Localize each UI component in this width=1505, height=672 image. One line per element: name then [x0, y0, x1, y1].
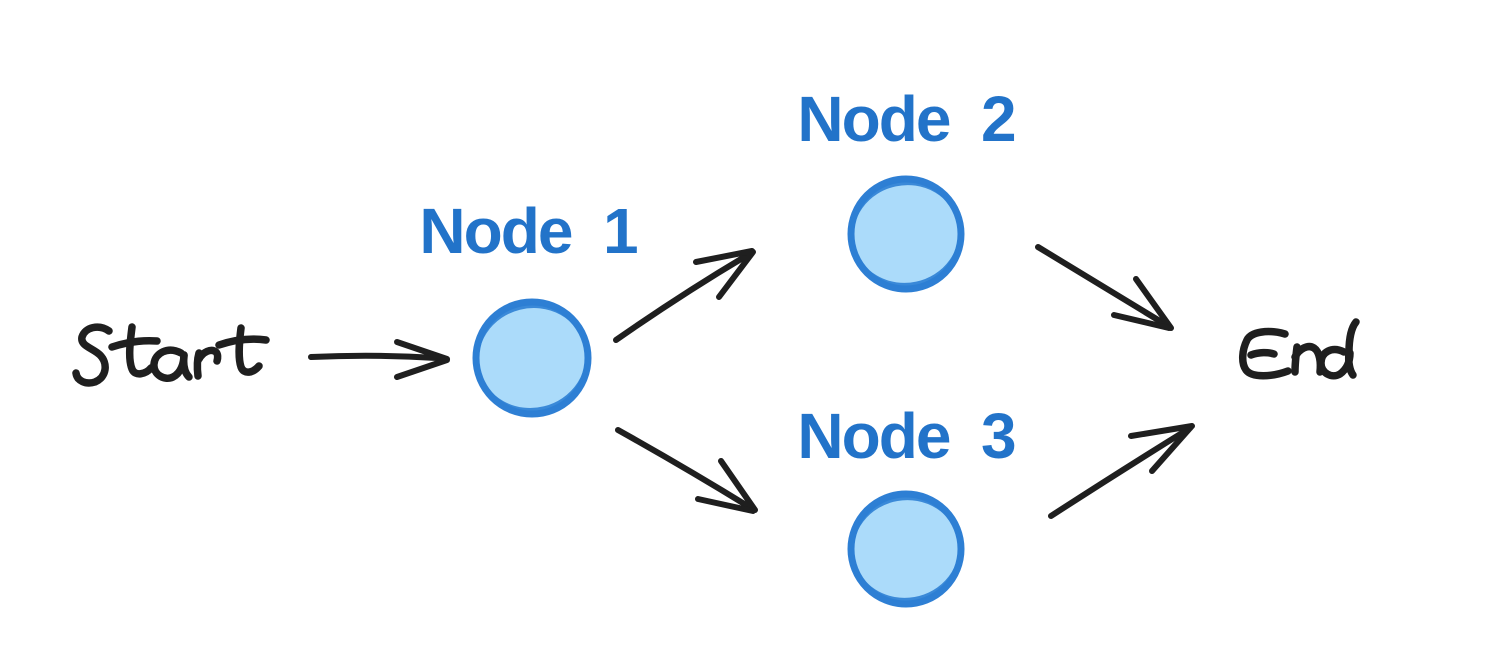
arrow-barb-upper — [693, 248, 755, 265]
arrow-shaft — [308, 352, 440, 361]
start-label — [72, 323, 270, 387]
arrow-barb-left — [1128, 423, 1195, 439]
arrow-node3-to-end — [1048, 423, 1195, 519]
arrow-node2-to-end — [1035, 244, 1174, 331]
node2-sketch-stroke — [848, 180, 964, 288]
end-label — [1239, 318, 1360, 380]
arrow-start-to-node1 — [308, 339, 450, 380]
arrow-barb-lower — [695, 496, 756, 514]
node1-circle — [472, 298, 592, 418]
node3-label: Node 3 — [797, 400, 1015, 472]
node1-label: Node 1 — [419, 195, 637, 267]
start-letter-t1-cross — [108, 337, 161, 351]
node1-sketch-stroke — [473, 303, 591, 413]
start-letter-a-bowl — [150, 346, 188, 382]
start-letter-r-arm — [195, 346, 222, 365]
node3-circle — [847, 490, 965, 608]
arrow-barb-upper — [718, 458, 758, 513]
arrow-shaft — [1048, 425, 1193, 519]
start-letter-t2-cross — [215, 335, 270, 349]
arrow-shaft — [1035, 244, 1171, 329]
start-letter-a-tail — [179, 351, 193, 381]
arrow-shaft — [615, 427, 754, 511]
arrow-barb-lower — [1149, 424, 1194, 474]
end-letter-E-main — [1239, 327, 1292, 380]
arrow-node1-to-node3 — [615, 427, 758, 514]
arrow-node1-to-node2 — [613, 248, 756, 343]
arrow-barb-upper — [1133, 276, 1174, 331]
arrow-barb-upper — [394, 339, 450, 362]
arrow-barb-lower — [394, 357, 450, 380]
start-letter-S — [72, 323, 113, 387]
end-letter-E-mid — [1247, 348, 1278, 359]
node2-label: Node 2 — [797, 83, 1015, 155]
arrow-shaft — [613, 253, 749, 343]
node2-circle — [847, 175, 965, 293]
arrow-barb-lower — [1111, 312, 1172, 331]
node3-sketch-stroke — [848, 495, 964, 603]
arrow-barb-lower — [716, 249, 756, 300]
start-letter-t1-stem — [125, 323, 155, 378]
end-letter-d-riser — [1345, 318, 1360, 379]
start-letter-t2-stem — [235, 324, 263, 376]
